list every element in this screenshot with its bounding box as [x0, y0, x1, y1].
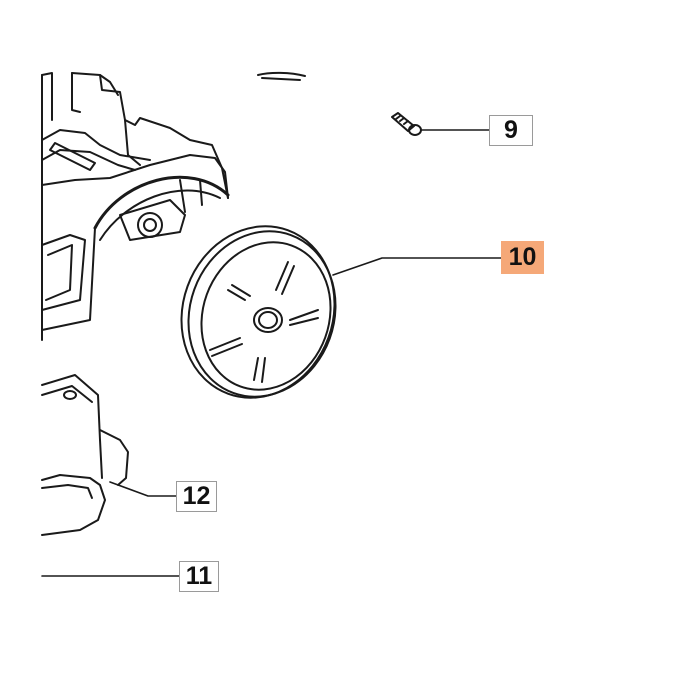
callout-label: 11 [185, 562, 213, 590]
bracket-part [41, 374, 129, 536]
wheel-part [180, 225, 337, 399]
mower-body [41, 71, 306, 341]
callout-label: 12 [182, 482, 211, 510]
callout-label: 9 [504, 116, 518, 144]
callout-10-highlighted: 10 [501, 241, 544, 274]
callout-label: 10 [508, 243, 537, 271]
callout-12: 12 [176, 481, 217, 512]
screw-part [391, 112, 422, 136]
leader-line-10 [332, 257, 502, 276]
callout-11: 11 [179, 561, 219, 592]
leader-lines [41, 129, 502, 577]
leader-line-12 [109, 481, 177, 497]
callout-9: 9 [489, 115, 533, 146]
